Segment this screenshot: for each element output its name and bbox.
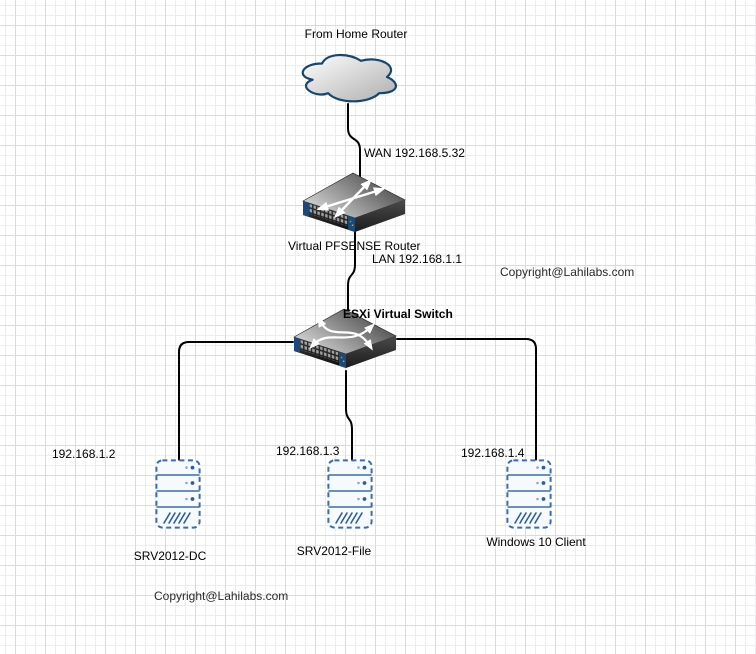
lan-edge-label: LAN 192.168.1.1 — [372, 252, 463, 266]
led-green-icon — [340, 356, 343, 359]
switch-side-face — [346, 336, 396, 368]
router-side-face — [355, 200, 405, 232]
router-node[interactable] — [300, 170, 406, 236]
wan-edge-label: WAN 192.168.5.32 — [364, 146, 465, 160]
server-vent-hatch — [514, 512, 542, 524]
server-vent-hatch — [163, 512, 191, 524]
server-label-win10: Windows 10 Client — [486, 535, 586, 549]
switch-accent-strip-right — [339, 351, 346, 368]
cloud-node[interactable] — [296, 50, 400, 104]
router-accent-strip-right — [348, 215, 355, 232]
server-slot-dots — [536, 465, 546, 501]
switch-node[interactable] — [291, 306, 397, 372]
edge-switch-to-server-file[interactable] — [345, 370, 353, 464]
rack-server-icon — [327, 459, 373, 529]
server-slot-lines — [328, 474, 372, 508]
server-label-file: SRV2012-File — [296, 544, 372, 558]
server-body — [155, 459, 201, 529]
server-vent-hatch — [335, 512, 363, 524]
router-cross-arrows-icon — [316, 178, 386, 219]
server-node-win10[interactable] — [506, 459, 552, 529]
server-body — [506, 459, 552, 529]
cloud-label: From Home Router — [304, 27, 408, 41]
switch-icon — [293, 308, 397, 368]
watermark-bottom: Copyright@Lahilabs.com — [154, 589, 289, 603]
server-label-dc: SRV2012-DC — [133, 549, 207, 563]
server-slot-dots — [357, 465, 367, 501]
router-icon — [302, 172, 406, 232]
rack-server-icon — [155, 459, 201, 529]
edge-switch-to-win10[interactable] — [396, 338, 537, 463]
led-green-icon — [349, 220, 352, 223]
switch-curved-arrows-icon — [309, 316, 375, 351]
server-slot-lines — [156, 474, 200, 508]
server-node-file[interactable] — [327, 459, 373, 529]
ip-label-win10: 192.168.1.4 — [461, 446, 525, 460]
cloud-shape — [301, 53, 397, 103]
led-amber-icon — [351, 224, 354, 227]
server-body — [327, 459, 373, 529]
switch-label: ESXi Virtual Switch — [343, 307, 453, 321]
server-slot-lines — [507, 474, 551, 508]
edge-cloud-to-router[interactable] — [347, 103, 361, 181]
rack-server-icon — [506, 459, 552, 529]
router-label: Virtual PFSENSE Router — [288, 239, 421, 253]
ip-label-server-dc: 192.168.1.2 — [52, 447, 116, 461]
watermark-top: Copyright@Lahilabs.com — [500, 265, 635, 279]
led-amber-icon — [342, 360, 345, 363]
server-node-dc[interactable] — [155, 459, 201, 529]
ip-label-server-file: 192.168.1.3 — [276, 444, 340, 458]
cloud-icon — [301, 53, 397, 103]
router-accent-strip-left — [303, 201, 309, 217]
server-slot-dots — [185, 465, 195, 501]
edge-router-to-switch[interactable] — [347, 231, 356, 311]
edge-switch-to-server-dc[interactable] — [178, 341, 294, 463]
switch-accent-strip-left — [294, 337, 300, 353]
